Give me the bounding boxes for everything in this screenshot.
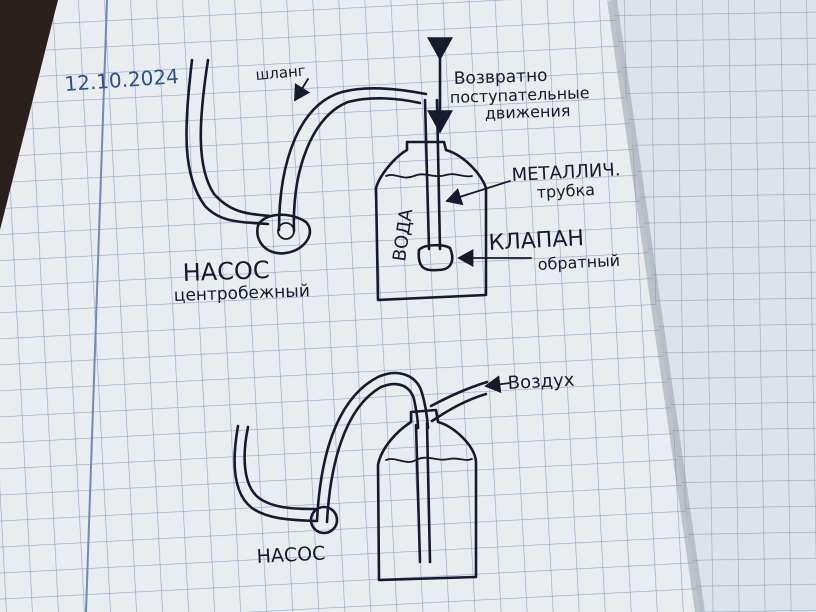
hose-label: шланг [255,62,307,84]
bottom-internal-tube-right [425,421,432,564]
top-inlet-pipe-outer [185,58,270,226]
top-pump-label-2: центробежный [173,281,310,306]
top-water-surface [385,173,473,179]
motion-label-3: движения [484,101,570,123]
top-pump-label-1: НАСОС [182,256,270,287]
left-page-grid [0,0,712,612]
bottom-inlet-pipe-outer [233,424,318,523]
air-pointer-arrow [484,375,511,394]
bottom-internal-tube-left [414,423,422,564]
bottom-air-tube-outer [429,380,489,408]
top-bottle [374,140,488,302]
top-inlet-pipe-inner [199,58,272,218]
bottom-diagram: Воздух НАСОС [233,370,575,582]
bottom-hose-outer [315,371,430,523]
right-page-grid [612,0,816,612]
top-hose-outer [277,87,428,232]
margin-line [85,0,108,612]
bottom-pump-label: НАСОС [256,542,326,568]
hose-pointer-arrow [294,78,311,102]
motion-label-1: Возвратно [453,66,547,89]
bottom-pump-body [309,505,339,535]
air-label: Воздух [507,370,575,394]
valve-label-2: обратный [537,251,620,274]
top-pump-body [256,213,312,255]
bottom-water-surface [385,456,473,463]
top-check-valve [417,243,454,272]
tube-label-2: трубка [536,180,595,202]
valve-label-1: КЛАПАН [488,226,585,256]
bottom-inlet-pipe-inner [243,425,318,511]
motion-label-2: поступательные [449,83,589,107]
bottom-bottle [376,408,478,582]
top-metal-tube-left [423,98,431,251]
tube-pointer-arrow [445,180,511,206]
top-hose-inner [292,97,422,233]
notebook-gutter [607,0,705,612]
